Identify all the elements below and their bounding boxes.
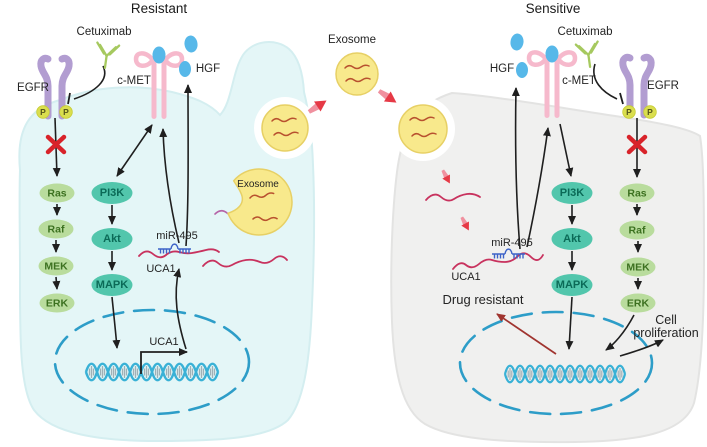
block-x-left [45,134,67,155]
uca1-rna-left-main [138,248,220,259]
signal-arrows-left [52,84,193,374]
hgf-ligand-icons-right [510,33,528,78]
exosome-entering-icon [398,104,448,154]
hgf-ligand-icons-left [179,35,198,77]
arrow-drug-resistant [496,313,557,355]
arrow-uca1-cmet [159,128,180,244]
exosome-internal-icon [227,168,293,236]
cell-proliferation-line1: Cell [655,312,677,327]
arrow-erk-nucleus [605,314,635,351]
exosome-budding-icon [261,104,309,152]
node-pi3k-left: PI3K [91,182,133,204]
node-raf-left: Raf [38,219,74,239]
exosome-label-center: Exosome [328,33,376,46]
arrow-gene-cytoplasm [173,268,187,350]
egfr-label-right: EGFR [647,79,679,92]
hgf-label-right: HGF [489,62,515,75]
arrow-mapk-nucleus-left [111,296,121,349]
uca1-rna-right-main [452,252,544,270]
node-erk-left: ERK [39,293,75,313]
node-mapk-left: MAPK [91,274,133,296]
uca1-label-right: UCA1 [451,271,481,284]
uca1-rna-right-1 [425,192,481,202]
node-pi3k-right: PI3K [551,182,593,204]
title-resistant: Resistant [130,0,188,16]
block-x-right [626,134,648,155]
arrow-uca1-hgf [184,84,193,247]
uca1-label-gene: UCA1 [149,336,179,349]
title-sensitive: Sensitive [525,0,581,16]
cetuximab-label-left: Cetuximab [76,25,132,38]
cmet-label-left: c-MET [117,74,151,87]
arrow-cmet-pi3k-left [116,124,153,177]
phospho-site [59,105,73,119]
cell-proliferation-line2: proliferation [633,326,699,340]
inhibition-right [593,63,624,105]
uca1-label-left-cyto: UCA1 [146,263,176,276]
nucleus-left [53,308,251,416]
phospho-site [36,105,50,119]
arrow-uca1-cmet-right [526,127,551,248]
nucleus-right [458,310,654,416]
cell-proliferation-label: Cell proliferation [633,312,699,340]
cetuximab-antibody-left [92,41,121,71]
cmet-label-right: c-MET [562,74,596,87]
drug-resistant-label: Drug resistant [442,292,524,308]
exosome-transfer-arrow-right [375,85,400,108]
inhibition-left [67,65,106,105]
hgf-label-left: HGF [195,62,221,75]
phospho-site [622,105,636,119]
uca1-rna-left-2 [202,255,288,268]
node-akt-left: Akt [91,228,133,250]
node-mek-left: MEK [38,256,74,276]
arrow-mapk-nucleus-right [565,296,574,350]
arrow-cmet-pi3k-right [559,123,574,177]
node-ras-left: Ras [39,183,75,203]
cetuximab-antibody-right [574,40,603,70]
mir-label-right: miR-495 [491,237,533,250]
exosome-label-internal: Exosome [237,178,279,190]
node-erk-right: ERK [620,293,656,313]
arrow-cell-proliferation [619,339,664,357]
node-ras-right: Ras [619,183,655,203]
arrow-uca1-hgf-right [511,87,521,250]
arrow-transcription-left [140,348,188,374]
egfr-label-left: EGFR [17,81,49,94]
mir-label-left: miR-495 [156,230,198,243]
node-mapk-right: MAPK [551,274,593,296]
node-akt-right: Akt [551,228,593,250]
uca1-rna-icons [138,192,544,270]
cetuximab-label-right: Cetuximab [557,25,613,38]
phospho-site [643,105,657,119]
node-mek-right: MEK [620,257,656,277]
exosome-center-icon [335,52,379,96]
node-raf-right: Raf [619,220,655,240]
